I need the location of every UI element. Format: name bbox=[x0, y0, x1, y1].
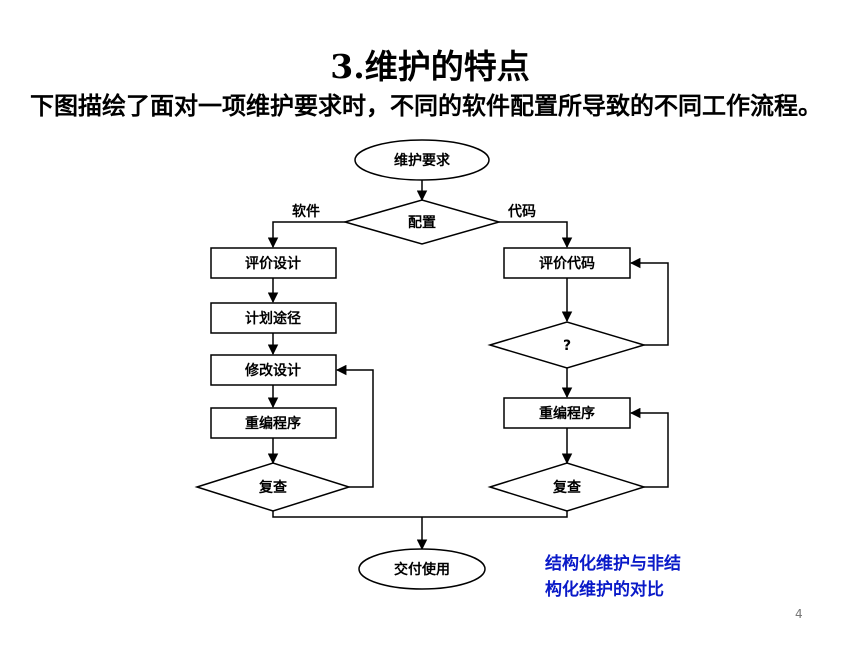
node-left-modify-label: 修改设计 bbox=[244, 362, 301, 379]
node-left-modify bbox=[210, 354, 337, 386]
node-left-recode-label: 重编程序 bbox=[245, 415, 301, 432]
node-left-evaluate-label: 评价设计 bbox=[245, 255, 301, 272]
branch-software-label: 软件 bbox=[292, 203, 320, 220]
edge-merge-right bbox=[422, 511, 568, 518]
node-start-label: 维护要求 bbox=[394, 152, 451, 169]
page-number: 4 bbox=[795, 607, 803, 621]
intro-text: 下图描绘了面对一项维护要求时，不同的软件配置所导致的不同工作流程。 bbox=[30, 92, 822, 120]
node-end-label: 交付使用 bbox=[394, 561, 450, 578]
node-left-plan bbox=[210, 302, 337, 334]
edge-branch-software bbox=[267, 221, 345, 249]
branch-code-label: 代码 bbox=[507, 203, 536, 220]
diagram-caption: 结构化维护与非结 构化维护的对比 bbox=[545, 551, 745, 603]
node-right-question-label: ? bbox=[563, 338, 571, 354]
slide-title: 3.维护的特点 bbox=[330, 47, 530, 86]
node-left-evaluate bbox=[210, 247, 337, 279]
edge-right-loop-2 bbox=[629, 407, 669, 488]
node-right-recode-label: 重编程序 bbox=[539, 405, 595, 422]
node-left-review-label: 复查 bbox=[258, 479, 288, 496]
edge-branch-code bbox=[499, 221, 573, 249]
node-left-recode bbox=[210, 407, 337, 439]
node-right-recode bbox=[503, 397, 631, 429]
node-config-label: 配置 bbox=[408, 214, 436, 231]
node-right-review-label: 复查 bbox=[552, 479, 582, 496]
node-right-evaluate-label: 评价代码 bbox=[539, 255, 595, 272]
edge-merge-left bbox=[272, 511, 422, 518]
caption-line-2: 构化维护的对比 bbox=[545, 580, 664, 600]
edge-right-loop-1 bbox=[629, 257, 669, 346]
node-left-plan-label: 计划途径 bbox=[245, 310, 301, 327]
caption-line-1: 结构化维护与非结 bbox=[545, 554, 681, 574]
node-end bbox=[358, 548, 486, 590]
edge-left-loop bbox=[335, 364, 374, 488]
